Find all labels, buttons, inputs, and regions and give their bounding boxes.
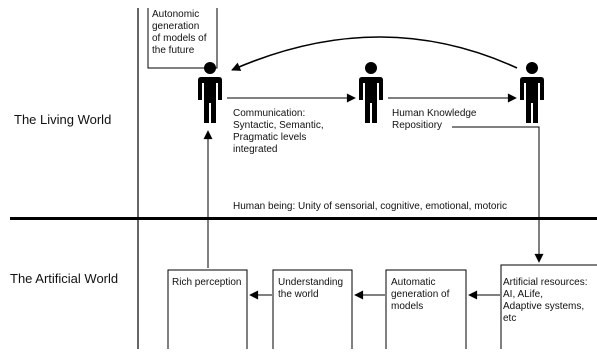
communication-label: Communication: Syntactic, Semantic, Prag… bbox=[233, 108, 324, 155]
repository-connector bbox=[452, 126, 544, 263]
understanding-box bbox=[272, 269, 353, 349]
autonomic-generation-label: Autonomic generation of models of the fu… bbox=[152, 9, 207, 56]
autonomic-box bbox=[147, 8, 218, 69]
rich-perception-label: Rich perception bbox=[172, 277, 242, 288]
understanding-label: Understanding the world bbox=[278, 277, 344, 300]
feedback-arc-arrow bbox=[231, 36, 518, 71]
rich-perception-box bbox=[167, 269, 248, 349]
human-being-label: Human being: Unity of sensorial, cogniti… bbox=[233, 201, 508, 212]
artificial-world-label: The Artificial World bbox=[10, 271, 119, 286]
living-world-label: The Living World bbox=[14, 112, 112, 127]
automatic-generation-box bbox=[385, 269, 467, 349]
automatic-generation-label: Automatic generation of models bbox=[391, 277, 450, 312]
human-figure-icon bbox=[198, 62, 222, 123]
artificial-resources-label: Artificial resources: AI, ALife, Adaptiv… bbox=[503, 277, 588, 324]
human-figure-icon bbox=[359, 62, 383, 123]
repository-label: Human Knowledge Repositiory bbox=[392, 108, 477, 131]
human-figure-icon bbox=[520, 62, 544, 123]
resources-box bbox=[500, 264, 597, 349]
